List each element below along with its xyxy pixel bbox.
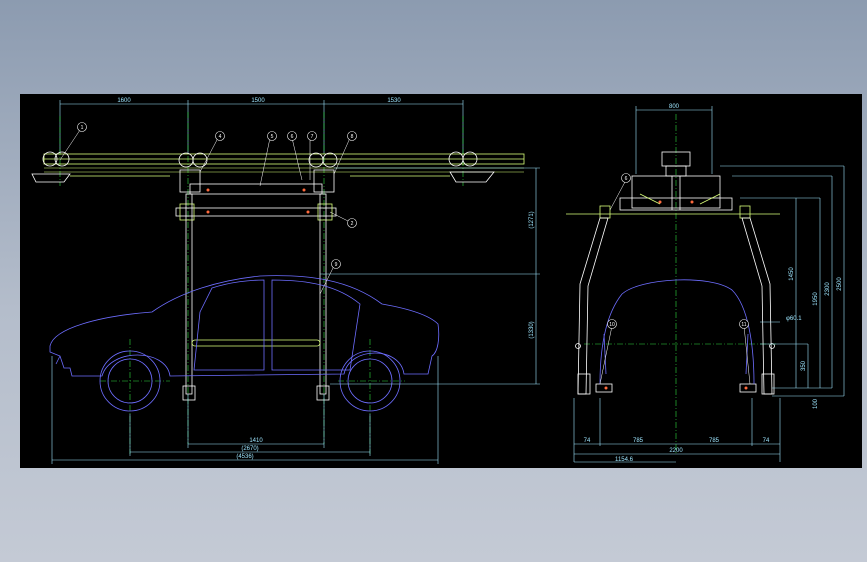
overhead-rail [43, 153, 525, 173]
side-dim-top-1: 1600 [117, 98, 131, 104]
cad-drawing: 1600 1500 1530 [31, 98, 845, 464]
front-balloon-label-11: 11 [741, 322, 746, 328]
balloon-9 [331, 259, 341, 269]
front-dim-right-1: 1450 [789, 267, 795, 281]
front-balloon-label-10: 10 [609, 322, 615, 328]
front-dim-total: 2200 [669, 448, 683, 454]
front-dim-top: 800 [669, 104, 680, 110]
side-top-dimensions [59, 100, 464, 154]
side-dim-bottom-3: (4536) [236, 454, 253, 460]
front-trolley [619, 151, 733, 211]
balloon-label-6: 6 [291, 134, 294, 140]
balloon-2 [347, 218, 357, 228]
trolley-wheels [42, 151, 478, 168]
side-centerlines [59, 112, 464, 454]
side-right-dimensions [320, 167, 540, 385]
balloon-5 [267, 131, 277, 141]
side-dim-bottom-2: (2670) [241, 446, 258, 452]
balloon-label-7: 7 [311, 134, 314, 140]
rail-end-hooks [31, 171, 495, 183]
balloon-label-1: 1 [81, 125, 84, 131]
balloon-label-8: 8 [351, 134, 354, 140]
front-dim-bottom-1: 74 [584, 438, 591, 444]
balloon-label-5: 5 [271, 134, 274, 140]
front-dim-right-5: 350 [801, 360, 807, 371]
car-outline [49, 275, 440, 412]
balloon-7 [307, 131, 317, 141]
side-accents [206, 188, 310, 214]
front-dim-detail: φ60.1 [786, 316, 802, 322]
balloon-label-9: 9 [335, 262, 338, 268]
side-dim-bottom-1: 1410 [249, 438, 263, 444]
front-rail [566, 193, 780, 219]
balloon-label-4: 4 [219, 134, 222, 140]
front-accents [604, 200, 748, 390]
side-dim-top-2: 1500 [251, 98, 265, 104]
front-balloon-leaders [599, 179, 751, 385]
front-dim-right-3: 2300 [825, 282, 831, 296]
side-view: 1600 1500 1530 [31, 98, 540, 464]
balloon-8 [347, 131, 357, 141]
front-dim-right-4: 2500 [837, 277, 843, 291]
side-dim-right-1: (1271) [529, 211, 535, 228]
carrier-posts [182, 193, 330, 401]
balloon-4 [215, 131, 225, 141]
side-dim-top-3: 1530 [387, 98, 401, 104]
front-dim-right-2: 1950 [813, 292, 819, 306]
front-dim-bottom-2: 785 [633, 438, 644, 444]
front-car-outline [599, 279, 755, 385]
front-dim-right-6: 100 [813, 398, 819, 409]
balloon-1 [77, 122, 87, 132]
front-centerlines [584, 114, 776, 454]
carrier-crossbar [175, 203, 337, 221]
front-right-dimensions [720, 165, 845, 397]
side-balloons [77, 122, 357, 269]
front-top-dimension [635, 106, 713, 174]
front-frame [575, 217, 775, 395]
cad-drawing-canvas[interactable]: 1600 1500 1530 [20, 94, 862, 468]
balloon-6 [287, 131, 297, 141]
side-bottom-dimensions [51, 356, 439, 464]
front-balloons [607, 173, 749, 329]
side-balloon-leaders [59, 129, 351, 295]
carrier-top-beam [179, 169, 335, 195]
front-balloon-label-6: 6 [625, 176, 628, 182]
front-view: 800 [566, 104, 845, 463]
side-dim-right-2: (1330) [529, 321, 535, 338]
balloon-label-2: 2 [351, 221, 354, 227]
front-dim-sub: 1154.6 [615, 457, 634, 463]
front-dim-bottom-3: 785 [709, 438, 720, 444]
front-bottom-dimensions [573, 398, 781, 463]
front-dim-bottom-4: 74 [763, 438, 770, 444]
